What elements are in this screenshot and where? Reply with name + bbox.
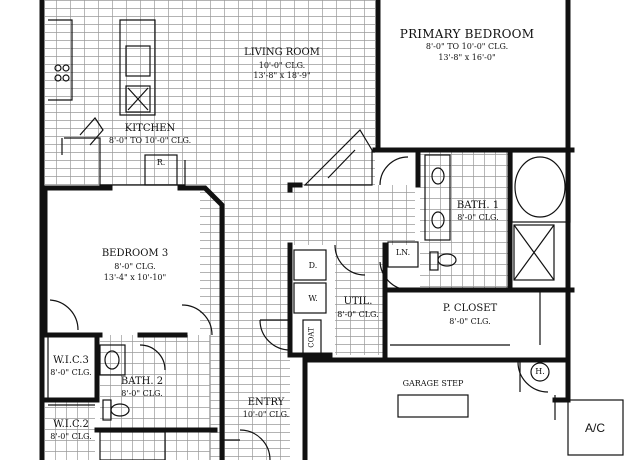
linen-label: LN. — [395, 248, 411, 257]
bath1-ceiling: 8'-0" CLG. — [457, 213, 499, 222]
p-closet-name: P. CLOSET — [442, 303, 498, 314]
entry-name: ENTRY — [247, 397, 285, 408]
wic2-ceiling: 8'-0" CLG. — [50, 432, 92, 441]
kitchen-ceiling: 8'-0" TO 10'-0" CLG. — [108, 136, 192, 145]
coat-label: COAT — [307, 327, 316, 348]
primary-bedroom-name: PRIMARY BEDROOM — [399, 27, 535, 41]
living-room-name: LIVING ROOM — [244, 47, 320, 58]
bedroom3-ceiling: 8'-0" CLG. — [114, 262, 156, 271]
dryer-label: D. — [308, 261, 318, 270]
living-room-size: 13'-8" x 18'-9" — [253, 71, 311, 80]
washer-label: W. — [308, 294, 318, 303]
bath2-ceiling: 8'-0" CLG. — [121, 389, 163, 398]
kitchen-name: KITCHEN — [124, 123, 176, 134]
util-name: UTIL. — [343, 296, 373, 307]
garage-step-label: GARAGE STEP — [402, 379, 464, 388]
details — [47, 19, 624, 460]
tile-floors — [45, 0, 510, 460]
bath2-name: BATH. 2 — [120, 376, 164, 387]
water-heater-label: H. — [535, 367, 545, 376]
bedroom3-name: BEDROOM 3 — [101, 248, 169, 259]
ac-label: A/C — [584, 421, 605, 435]
primary-bedroom-ceiling: 8'-0" TO 10'-0" CLG. — [425, 42, 509, 51]
entry-ceiling: 10'-0" CLG. — [242, 410, 290, 419]
bath1-name: BATH. 1 — [456, 200, 500, 211]
wic2-name: W.I.C.2 — [53, 419, 89, 430]
bedroom3-size: 13'-4" x 10'-10" — [103, 273, 167, 282]
living-room-ceiling: 10'-0" CLG. — [258, 61, 306, 70]
wic3-ceiling: 8'-0" CLG. — [50, 368, 92, 377]
wic3-name: W.I.C.3 — [53, 355, 89, 366]
p-closet-ceiling: 8'-0" CLG. — [449, 317, 491, 326]
walls — [39, 0, 575, 460]
refrigerator-label: R. — [156, 158, 166, 167]
util-ceiling: 8'-0" CLG. — [337, 310, 379, 319]
primary-bedroom-size: 13'-8" x 16'-0" — [438, 53, 496, 62]
